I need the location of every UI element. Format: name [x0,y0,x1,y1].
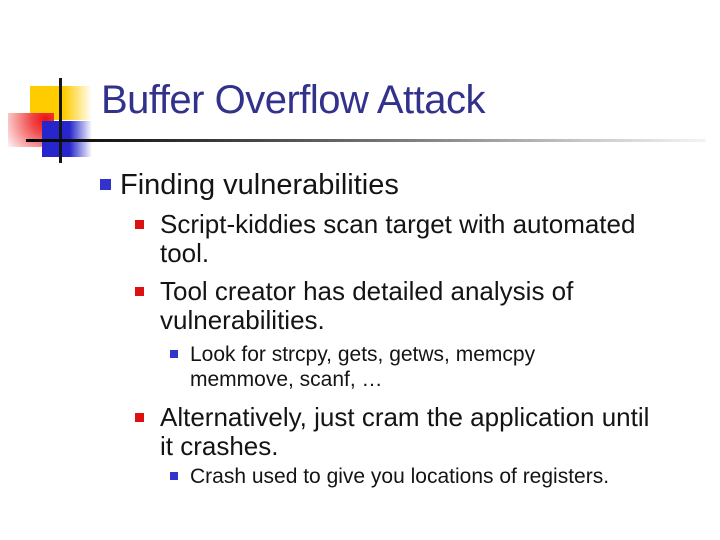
bullet-text-line: Tool creator has detailed analysis of [160,276,574,306]
square-bullet-icon [135,287,144,296]
bullet-text-line: tool. [160,238,210,268]
bullet-item: Script-kiddies scan target with automate… [0,210,720,268]
title-underline-rule [26,139,706,142]
bullet-item: Crash used to give you locations of regi… [0,464,720,489]
square-bullet-icon [170,472,178,480]
bullet-item: Tool creator has detailed analysis of vu… [0,277,720,335]
deco-vertical-line [59,78,62,163]
bullet-text-line: Script-kiddies scan target with automate… [160,209,636,239]
bullet-text-line: Alternatively, just cram the application… [160,402,650,432]
bullet-text-line: Crash used to give you locations of regi… [190,465,610,488]
slide-body: Finding vulnerabilities Script-kiddies s… [0,170,720,489]
square-bullet-icon [100,179,111,190]
bullet-item: Alternatively, just cram the application… [0,403,720,461]
heading-text: Finding vulnerabilities [120,169,399,201]
bullet-item: Look for strcpy, gets, getws, memcpy mem… [0,342,720,392]
bullet-text-line: vulnerabilities. [160,305,325,335]
square-bullet-icon [135,413,144,422]
bullet-text-line: it crashes. [160,431,279,461]
bullet-text-line: Look for strcpy, gets, getws, memcpy [190,343,536,366]
bullet-item-heading: Finding vulnerabilities [0,170,720,200]
slide-title: Buffer Overflow Attack [101,78,485,122]
square-bullet-icon [135,220,144,229]
bullet-text-line: memmove, scanf, … [190,368,383,391]
square-bullet-icon [170,350,178,358]
